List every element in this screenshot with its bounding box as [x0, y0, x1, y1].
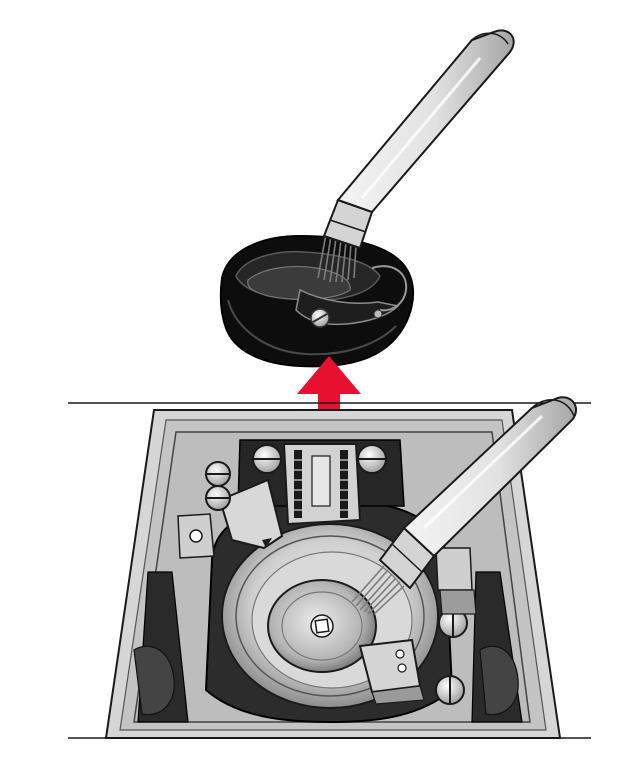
screw	[357, 444, 387, 474]
brush-icon	[317, 29, 515, 283]
brush-icon	[351, 396, 577, 615]
screw	[205, 461, 231, 487]
bobbin-case-icon	[219, 234, 414, 368]
feed-dog	[282, 443, 362, 526]
screw	[252, 444, 282, 474]
screw	[205, 485, 231, 511]
screw	[435, 675, 465, 705]
